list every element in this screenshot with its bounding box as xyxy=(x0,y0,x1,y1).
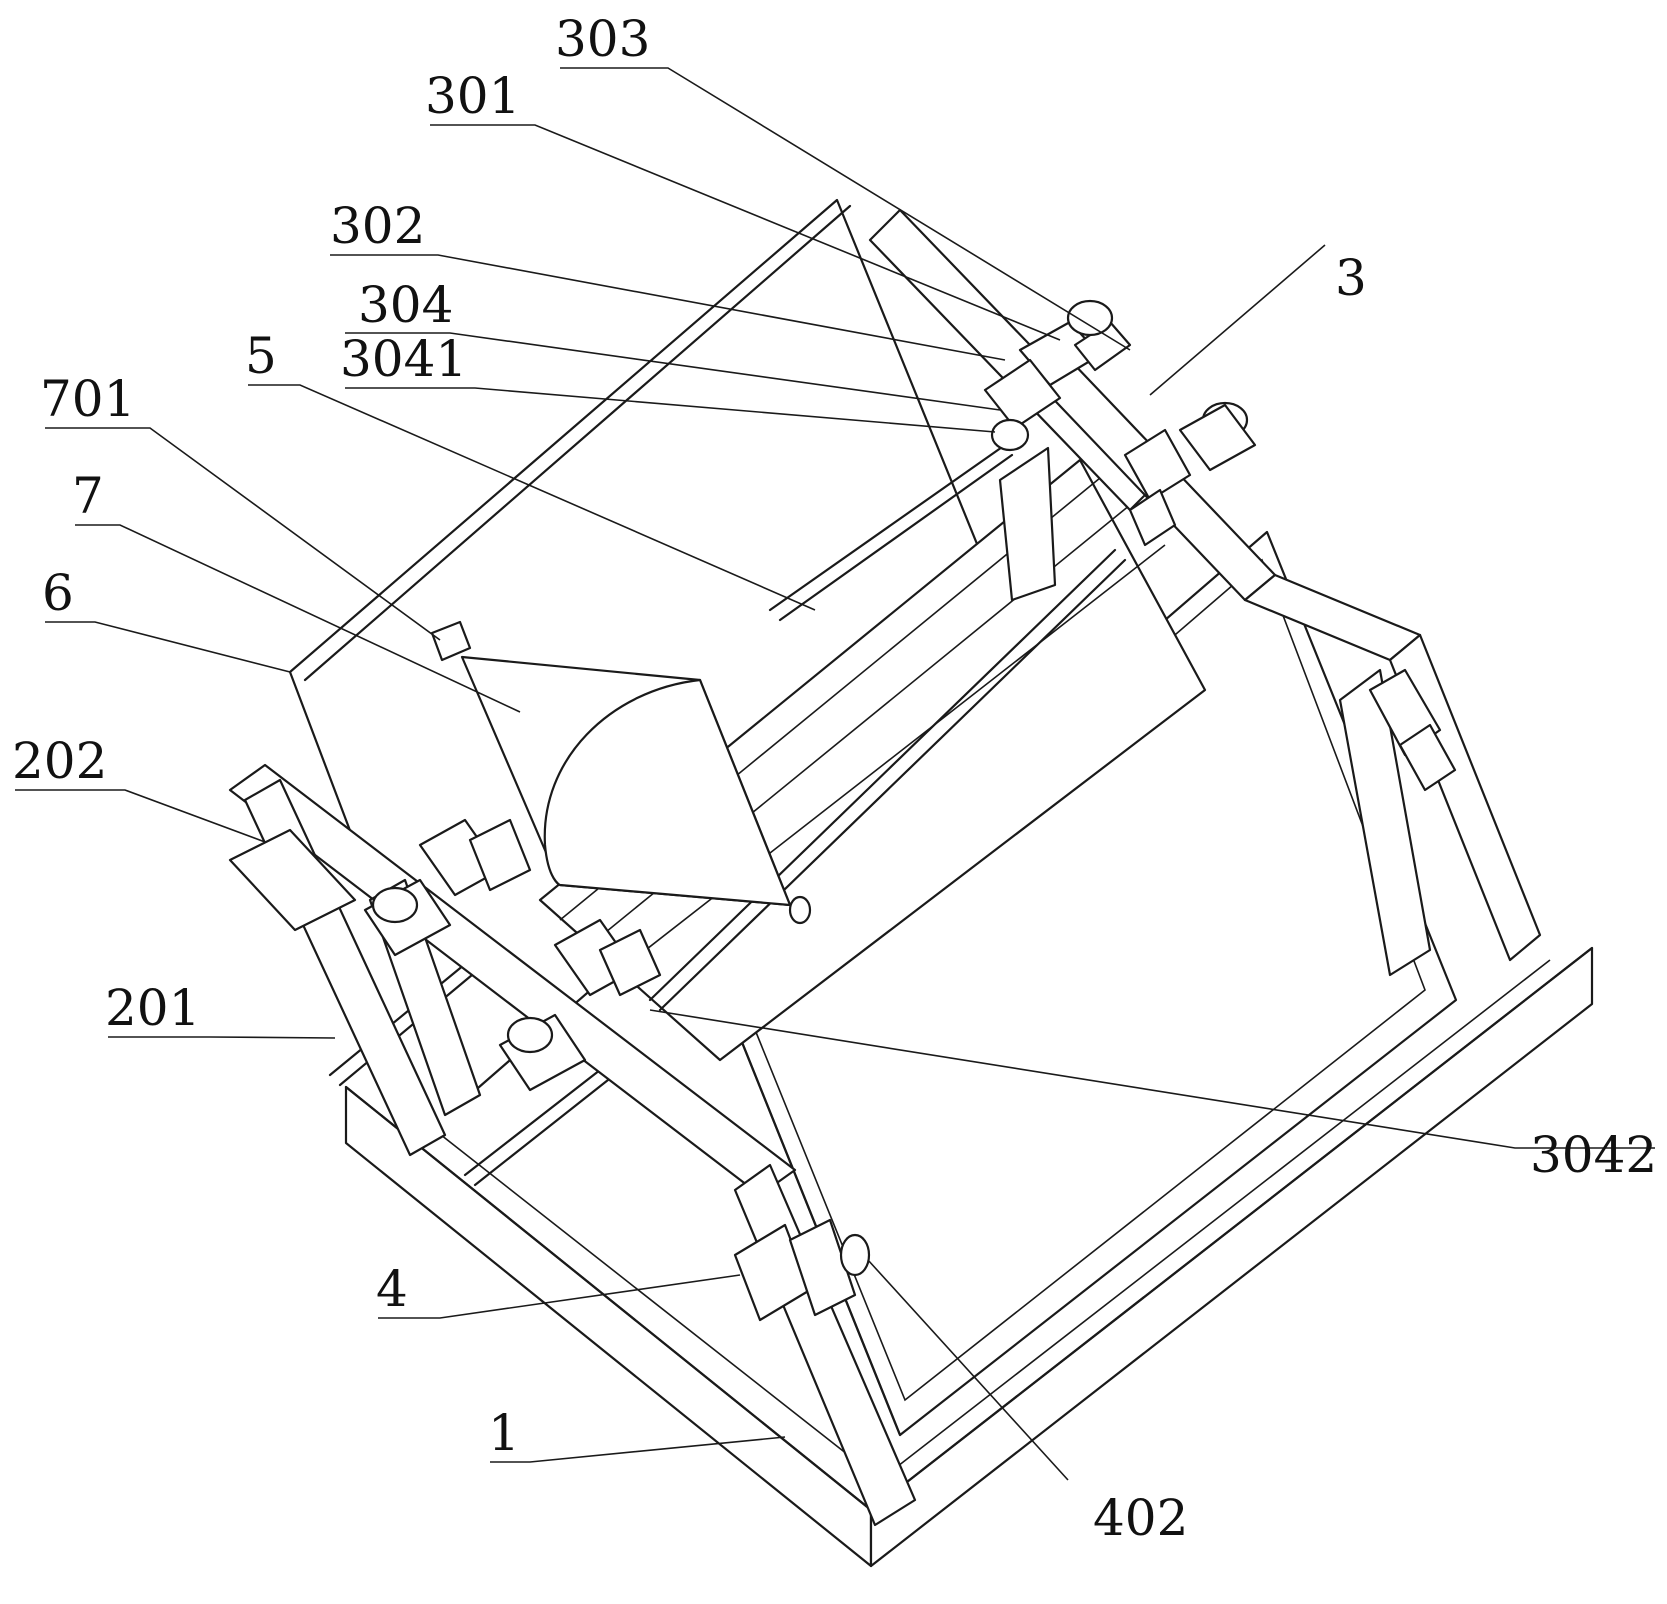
rods xyxy=(328,443,1127,1187)
leader-lines xyxy=(15,67,1655,1481)
leader-3041 xyxy=(345,387,996,433)
label-1: 1 xyxy=(488,1404,520,1462)
label-701: 701 xyxy=(40,370,135,428)
label-3041: 3041 xyxy=(340,330,467,388)
label-7: 7 xyxy=(72,467,104,525)
label-3: 3 xyxy=(1335,249,1367,307)
label-402: 402 xyxy=(1093,1489,1188,1547)
leader-303 xyxy=(560,67,1131,351)
leader-6 xyxy=(45,621,291,673)
leader-301 xyxy=(430,124,1061,341)
label-302: 302 xyxy=(330,197,425,255)
label-303: 303 xyxy=(555,10,650,68)
lower-rail xyxy=(228,763,917,1527)
leader-1 xyxy=(490,1436,786,1463)
leader-202 xyxy=(15,789,266,843)
leader-7 xyxy=(75,524,521,713)
label-201: 201 xyxy=(105,979,200,1037)
label-3042: 3042 xyxy=(1530,1126,1657,1184)
label-4: 4 xyxy=(376,1260,408,1318)
leader-4 xyxy=(378,1274,741,1319)
leader-3042 xyxy=(649,1009,1655,1149)
leader-402 xyxy=(867,1259,1069,1481)
leader-304 xyxy=(345,332,1001,411)
hopper xyxy=(430,620,812,925)
upper-rail xyxy=(868,208,1542,977)
label-5: 5 xyxy=(245,327,277,385)
leader-5 xyxy=(248,384,816,611)
label-301: 301 xyxy=(425,67,520,125)
leader-701 xyxy=(45,427,441,641)
leader-201 xyxy=(108,1036,336,1039)
label-304: 304 xyxy=(358,276,453,334)
leader-3 xyxy=(1149,244,1326,396)
label-6: 6 xyxy=(42,564,74,622)
labels: 303 301 302 304 3041 3 5 701 7 6 202 201… xyxy=(12,10,1657,1547)
leader-302 xyxy=(330,254,1006,361)
label-202: 202 xyxy=(12,732,107,790)
